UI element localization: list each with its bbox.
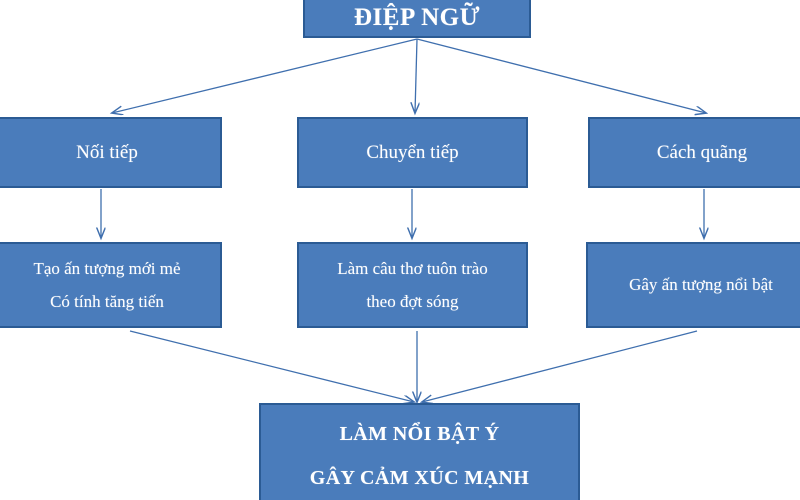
node-effect-chuyen-tiep-line1: Làm câu thơ tuôn trào	[337, 258, 488, 278]
node-chuyen-tiep[interactable]: Chuyển tiếp	[297, 117, 528, 188]
node-cach-quang-label: Cách quãng	[656, 141, 748, 163]
node-effect-chuyen-tiep-line2: theo đợt sóng	[366, 292, 459, 311]
node-root-label: ĐIỆP NGỮ	[354, 4, 480, 31]
node-chuyen-tiep-label: Chuyển tiếp	[366, 141, 459, 163]
edge-root-to-chuyen-tiep	[415, 38, 417, 113]
node-effect-chuyen-tiep[interactable]: Làm câu thơ tuôn trào theo đợt sóng	[297, 242, 528, 328]
edge-root-to-cach-quang	[416, 38, 706, 113]
node-effect-noi-tiep-line1: Tạo ấn tượng mới mẻ	[33, 258, 181, 278]
node-cach-quang[interactable]: Cách quãng	[588, 117, 800, 188]
node-noi-tiep[interactable]: Nối tiếp	[0, 117, 222, 188]
node-conclusion-line1: LÀM NỔI BẬT Ý	[339, 423, 500, 445]
node-noi-tiep-label: Nối tiếp	[76, 141, 138, 163]
node-conclusion-line2: GÂY CẢM XÚC MẠNH	[309, 467, 530, 490]
node-effect-cach-quang[interactable]: Gây ấn tượng nổi bật	[586, 242, 800, 328]
edge-result-left-to-conclusion	[129, 330, 414, 402]
node-effect-noi-tiep-line2: Có tính tăng tiến	[50, 292, 164, 311]
edge-root-to-noi-tiep	[112, 38, 418, 113]
node-conclusion[interactable]: LÀM NỔI BẬT Ý GÂY CẢM XÚC MẠNH	[259, 403, 580, 500]
edge-result-right-to-conclusion	[422, 330, 698, 402]
node-effect-noi-tiep[interactable]: Tạo ấn tượng mới mẻ Có tính tăng tiến	[0, 242, 222, 328]
node-effect-cach-quang-line1: Gây ấn tượng nổi bật	[629, 275, 773, 295]
node-root[interactable]: ĐIỆP NGỮ	[303, 0, 531, 38]
